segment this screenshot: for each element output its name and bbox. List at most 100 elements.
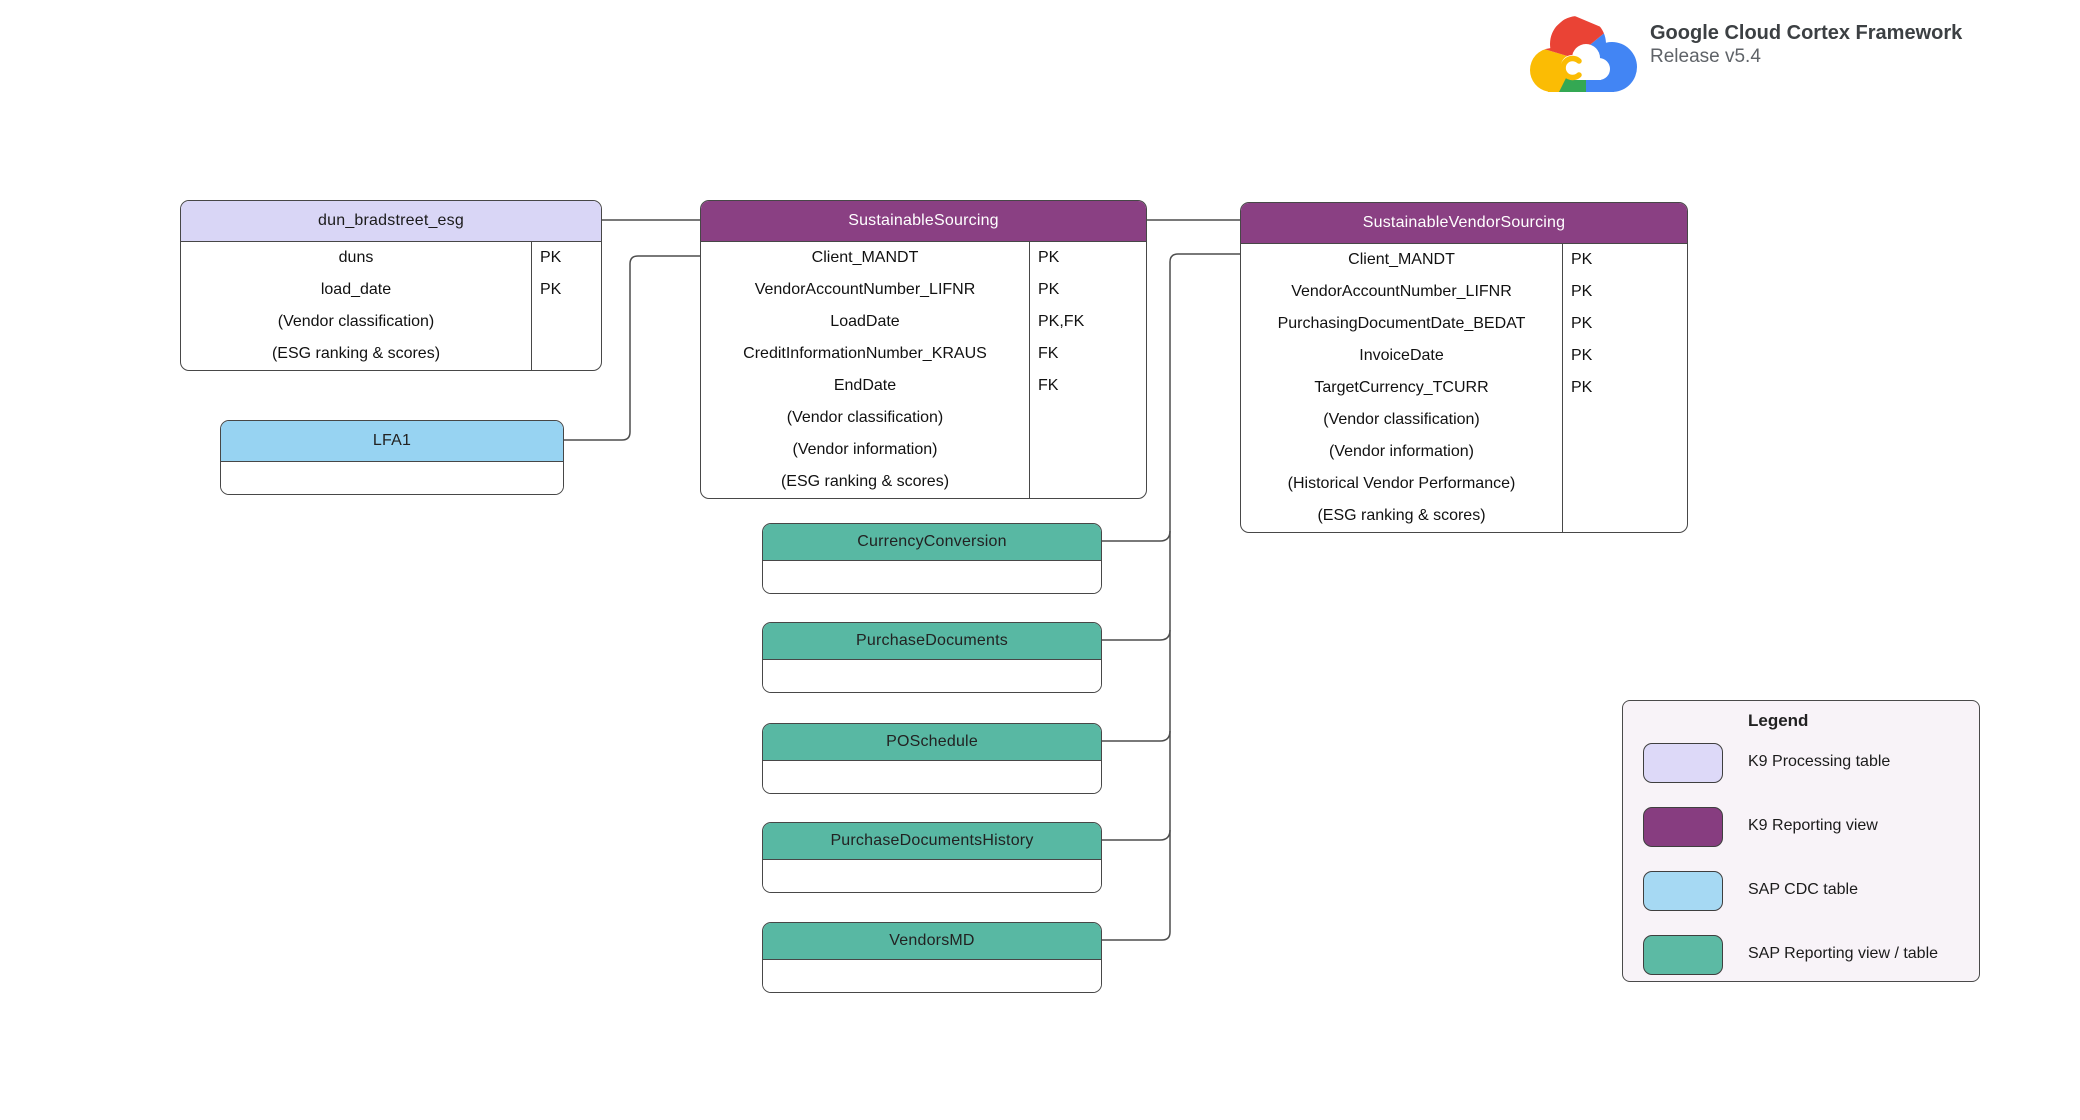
table-row: VendorAccountNumber_LIFNR PK [701, 274, 1146, 306]
table-row: (Vendor classification) [1241, 404, 1687, 436]
table-header: POSchedule [763, 724, 1101, 761]
column-key: PK [1562, 372, 1687, 404]
table-title: VendorsMD [889, 932, 975, 949]
column-name: Client_MANDT [811, 249, 919, 266]
entity-table-purchase-documents-history: PurchaseDocumentsHistory [762, 822, 1102, 893]
entity-table-sustainable-sourcing: SustainableSourcing Client_MANDT PK Vend… [700, 200, 1147, 499]
entity-table-lfa1: LFA1 [220, 420, 564, 495]
column-name: duns [338, 249, 374, 266]
entity-table-currency-conversion: CurrencyConversion [762, 523, 1102, 594]
table-title: SustainableVendorSourcing [1362, 214, 1566, 231]
table-row: PurchasingDocumentDate_BEDAT PK [1241, 308, 1687, 340]
table-row: (Vendor information) [1241, 436, 1687, 468]
column-key: PK [1562, 340, 1687, 372]
column-key: FK [1029, 338, 1146, 370]
entity-table-vendors-md: VendorsMD [762, 922, 1102, 993]
table-row: load_date PK [181, 274, 601, 306]
table-header: SustainableVendorSourcing [1241, 203, 1687, 244]
table-body-empty [763, 860, 1101, 892]
column-key [531, 338, 601, 370]
table-header: PurchaseDocuments [763, 623, 1101, 660]
entity-table-purchase-documents: PurchaseDocuments [762, 622, 1102, 693]
column-name: (Vendor information) [1329, 443, 1474, 460]
edge-purchasedocuments-to-svs [1100, 629, 1171, 641]
legend: Legend K9 Processing table K9 Reporting … [1622, 700, 1980, 982]
table-row: EndDate FK [701, 370, 1146, 402]
column-name: Client_MANDT [1348, 251, 1455, 268]
table-row: (ESG ranking & scores) [181, 338, 601, 370]
column-key [1562, 404, 1687, 436]
column-name: (Vendor classification) [277, 313, 435, 330]
legend-label: SAP Reporting view / table [1748, 945, 1939, 962]
brand-title: Google Cloud Cortex Framework [1650, 22, 1963, 44]
column-key [1562, 500, 1687, 532]
column-key: PK [1029, 242, 1146, 274]
table-header: CurrencyConversion [763, 524, 1101, 561]
table-body-empty [763, 761, 1101, 793]
column-name: (Vendor information) [792, 441, 938, 458]
column-name: (Vendor classification) [1323, 411, 1480, 428]
brand-release: Release v5.4 [1650, 46, 1761, 67]
table-header: dun_bradstreet_esg [181, 201, 601, 242]
column-name: (ESG ranking & scores) [271, 345, 441, 362]
column-key: FK [1029, 370, 1146, 402]
column-name: (ESG ranking & scores) [1317, 507, 1486, 524]
table-body-empty [763, 660, 1101, 692]
table-row: (ESG ranking & scores) [1241, 500, 1687, 532]
table-row: LoadDate PK,FK [701, 306, 1146, 338]
table-title: LFA1 [372, 432, 412, 449]
table-row: (Vendor classification) [701, 402, 1146, 434]
edge-lfa1-to-sustainablesourcing [562, 255, 700, 441]
column-key [1562, 468, 1687, 500]
table-header: SustainableSourcing [701, 201, 1146, 242]
entity-table-po-schedule: POSchedule [762, 723, 1102, 794]
table-row: CreditInformationNumber_KRAUS FK [701, 338, 1146, 370]
table-row: duns PK [181, 242, 601, 274]
legend-swatch-sap-reporting [1643, 935, 1723, 975]
column-name: LoadDate [830, 313, 900, 330]
table-header: VendorsMD [763, 923, 1101, 960]
column-name: VendorAccountNumber_LIFNR [1291, 283, 1512, 300]
column-name: VendorAccountNumber_LIFNR [754, 281, 976, 298]
table-row: Client_MANDT PK [701, 242, 1146, 274]
edge-currencyconversion-to-svs [1100, 530, 1171, 542]
edge-poschedule-to-svs [1100, 730, 1171, 742]
legend-swatch-sap-cdc [1643, 871, 1723, 911]
table-header: PurchaseDocumentsHistory [763, 823, 1101, 860]
legend-label: SAP CDC table [1748, 881, 1858, 898]
edge-trunk-vendorsmd-to-svs [1100, 253, 1240, 941]
legend-swatch-k9-reporting [1643, 807, 1723, 847]
column-key [1029, 402, 1146, 434]
column-name: PurchasingDocumentDate_BEDAT [1277, 315, 1526, 332]
table-body-empty [763, 960, 1101, 992]
table-header: LFA1 [221, 421, 563, 462]
column-key: PK [531, 242, 601, 274]
column-name: (Vendor classification) [786, 409, 944, 426]
table-row: Client_MANDT PK [1241, 244, 1687, 276]
legend-title: Legend [1748, 711, 1809, 730]
legend-swatch-k9-processing [1643, 743, 1723, 783]
column-key: PK [1562, 244, 1687, 276]
table-row: TargetCurrency_TCURR PK [1241, 372, 1687, 404]
brand-text: Google Cloud Cortex Framework Release v5… [1650, 22, 1962, 68]
table-title: POSchedule [886, 733, 978, 750]
edge-purchasedocumentshistory-to-svs [1100, 829, 1171, 841]
column-key: PK [1562, 308, 1687, 340]
table-row: (Historical Vendor Performance) [1241, 468, 1687, 500]
column-name: load_date [320, 281, 392, 298]
column-name: (ESG ranking & scores) [780, 473, 950, 490]
column-key: PK [531, 274, 601, 306]
column-key [1029, 466, 1146, 498]
column-name: InvoiceDate [1359, 347, 1444, 364]
table-title: SustainableSourcing [848, 212, 999, 229]
legend-label: K9 Processing table [1748, 753, 1891, 770]
column-key [1029, 434, 1146, 466]
table-title: dun_bradstreet_esg [318, 212, 464, 229]
column-name: CreditInformationNumber_KRAUS [743, 345, 987, 362]
table-row: (ESG ranking & scores) [701, 466, 1146, 498]
column-name: EndDate [833, 377, 897, 394]
table-body-empty [763, 561, 1101, 593]
column-name: (Historical Vendor Performance) [1287, 475, 1516, 492]
column-key [1562, 436, 1687, 468]
